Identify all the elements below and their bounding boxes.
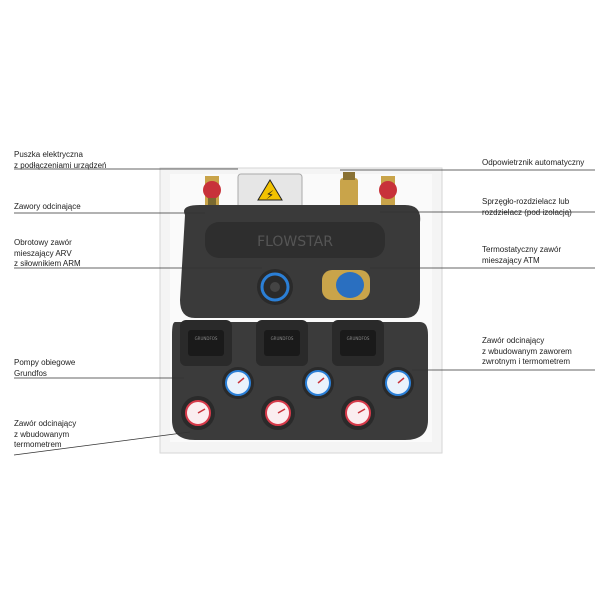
air-vent — [340, 172, 358, 208]
svg-text:GRUNDFOS: GRUNDFOS — [347, 336, 370, 341]
gauge-red-3 — [341, 396, 375, 430]
leader-lines — [13, 168, 595, 456]
thermostatic-mixing-valve — [322, 270, 370, 300]
gauge-blue-1 — [222, 367, 254, 399]
gauge-red-2 — [261, 396, 295, 430]
rotary-mixing-valve — [257, 269, 293, 305]
svg-text:GRUNDFOS: GRUNDFOS — [271, 336, 294, 341]
svg-text:GRUNDFOS: GRUNDFOS — [195, 336, 218, 341]
label-shutoff-valve-thermometer: Zawór odcinający z wbudowanym termometre… — [14, 419, 77, 449]
label-rotary-valve: Obrotowy zawór mieszający ARV z siłownik… — [14, 238, 81, 268]
electrical-box: ⚡ — [237, 173, 303, 215]
warning-symbol: ⚡ — [266, 188, 274, 202]
label-electrical-box: Puszka elektryczna z podłączeniami urząd… — [14, 150, 107, 170]
gauge-red-1 — [181, 396, 215, 430]
label-shutoff-valves: Zawory odcinające — [14, 202, 81, 211]
pump-2: GRUNDFOS — [256, 320, 308, 366]
pump-1: GRUNDFOS — [180, 320, 232, 366]
pump-3: GRUNDFOS — [332, 320, 384, 366]
top-shutoff-valves — [203, 176, 397, 212]
label-coupler-distributor: Sprzęgło-rozdzielacz lub rozdzielacz (po… — [482, 197, 572, 217]
gauge-blue-2 — [302, 367, 334, 399]
insulation-marking: FLOWSTAR — [257, 234, 333, 250]
insulation-shell — [180, 205, 421, 318]
label-circulation-pumps: Pompy obiegowe Grundfos — [14, 358, 76, 378]
label-shutoff-valve-check-thermometer: Zawór odcinający z wbudowanym zaworem zw… — [482, 336, 572, 366]
label-air-vent: Odpowietrznik automatyczny — [482, 158, 585, 167]
label-thermostatic-valve: Termostatyczny zawór mieszający ATM — [482, 245, 562, 265]
coupler-bar — [205, 222, 385, 258]
gauge-blue-3 — [382, 367, 414, 399]
